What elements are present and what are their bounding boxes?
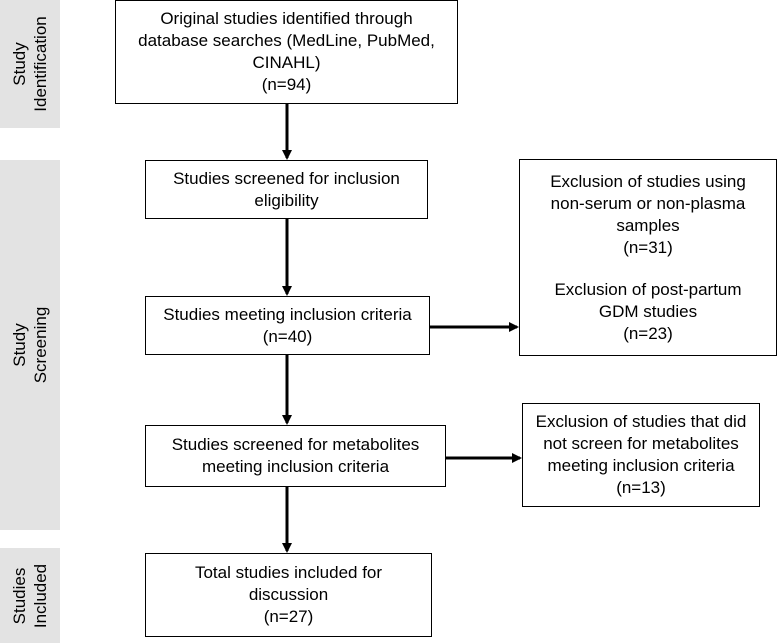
phase-band-screening: Study Screening — [0, 160, 60, 530]
box-studies-screened: Studies screened for inclusion eligibili… — [145, 160, 428, 219]
box-studies-identified: Original studies identified through data… — [115, 0, 458, 104]
phase-band-included: Studies Included — [0, 548, 60, 643]
phase-band-identification: Study Identification — [0, 0, 60, 128]
box-exclusion-samples-postpartum: Exclusion of studies using non-serum or … — [519, 159, 777, 356]
box-total-included: Total studies included for discussion (n… — [145, 553, 432, 637]
box-studies-meeting-criteria: Studies meeting inclusion criteria (n=40… — [145, 296, 430, 355]
box-studies-metabolites: Studies screened for metabolites meeting… — [145, 425, 446, 487]
box-exclusion-metabolites: Exclusion of studies that did not screen… — [522, 403, 760, 507]
